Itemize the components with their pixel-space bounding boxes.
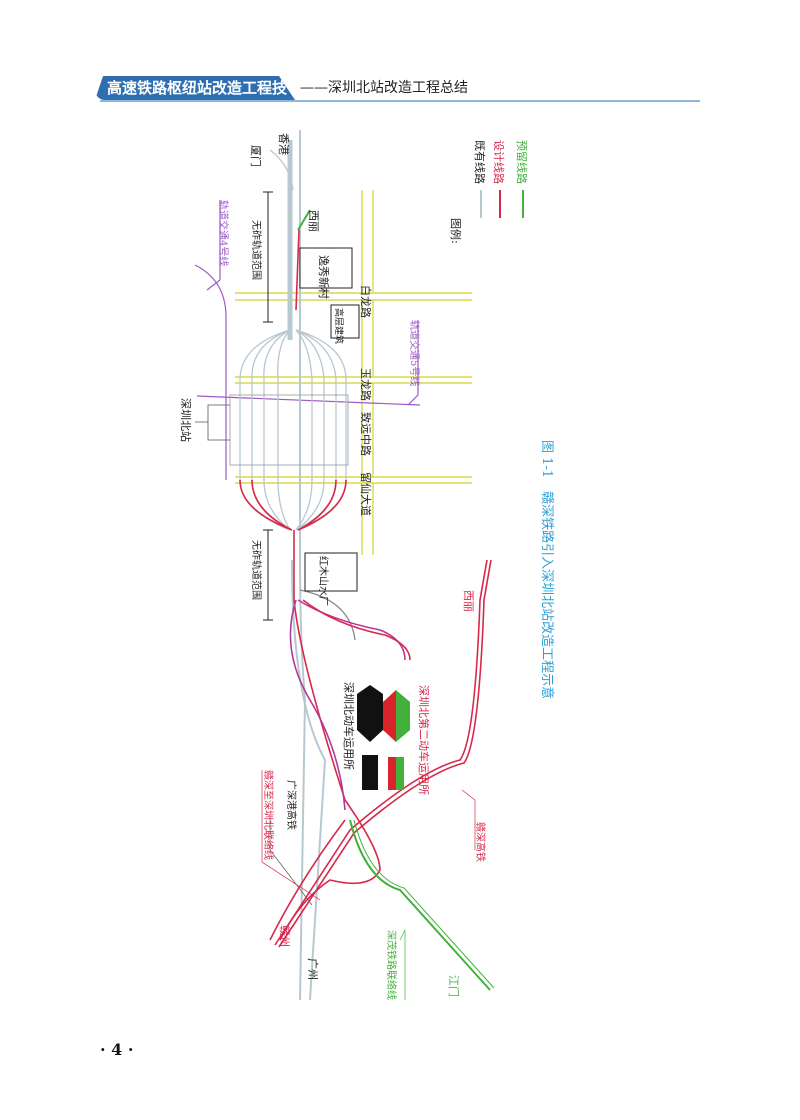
label-shenmao: 深茂铁路联络线 [385, 930, 398, 1000]
legend-label-design: 设计线路 [492, 140, 506, 184]
label-hongkong: 香港 [277, 133, 290, 155]
link-line-leader [261, 770, 321, 901]
label-station: 深圳北站 [179, 398, 193, 442]
label-guangzhou: 广州 [306, 958, 319, 980]
label-ballastless-2: 无砟轨道范围 [250, 540, 263, 600]
label-yulong: 玉龙路 [359, 368, 372, 401]
reserved-tracks [297, 209, 495, 991]
label-link-line: 赣深至深圳北联络线 [262, 770, 275, 860]
chapter-subtitle: ——深圳北站改造工程总结 [300, 80, 468, 96]
label-gsg: 广深港高铁 [285, 780, 298, 830]
legend-label-reserved: 预留线路 [515, 140, 529, 184]
roads [235, 190, 472, 555]
metro-line-5 [196, 395, 421, 406]
metro-5-leader [407, 320, 419, 406]
header-divider [100, 100, 700, 102]
ballastless-range-1 [263, 191, 273, 323]
depot-2 [383, 690, 410, 790]
station-bracket [195, 404, 230, 441]
label-metro4: 轨道交通4号线 [217, 200, 230, 266]
label-ballastless-1: 无砟轨道范围 [250, 220, 263, 280]
ballastless-range-2 [263, 529, 273, 621]
label-xili-south: 西丽 [462, 590, 475, 612]
shenmao-leader [399, 929, 406, 1000]
label-zhiyuan: 致远中路 [359, 412, 373, 456]
label-ganzhou: 赣州 [278, 925, 292, 947]
label-gsgt: 赣深高铁 [474, 822, 487, 862]
gsg-leader [269, 815, 313, 906]
label-highrise: 高层建筑 [333, 308, 345, 344]
yixiu-box [299, 247, 353, 289]
road-liuxian [235, 476, 472, 484]
label-depot1: 深圳北动车运用所 [342, 682, 356, 770]
station-platform-box [229, 394, 349, 466]
label-yixiu: 逸秀新村 [317, 255, 331, 299]
book-title-tab: 高速铁路枢纽站改造工程技术 [95, 76, 295, 100]
metro-line-4 [194, 264, 227, 480]
road-bailong [235, 292, 472, 301]
gsgt-leader [461, 789, 476, 850]
label-xiamen: 厦门 [249, 145, 263, 167]
depot-1 [357, 685, 383, 790]
metro-4-leader [206, 200, 221, 291]
legend: 图例: 既有线路 设计线路 预留线路 [449, 140, 529, 244]
metro-lines [194, 200, 421, 480]
legend-label-existing: 既有线路 [473, 140, 487, 184]
road-yulong [235, 376, 472, 384]
figure-caption: 图 1-1 赣深铁路引入深圳北站改造工程示意 [539, 440, 555, 699]
label-xili-north: 西丽 [307, 210, 320, 232]
highrise-box [330, 304, 360, 339]
page-number: · 4 · [100, 1040, 134, 1059]
label-liuxian: 留仙大道 [359, 472, 373, 516]
label-jiangmen: 江门 [447, 975, 461, 997]
hongmushan-box [304, 552, 358, 592]
label-depot2: 深圳北第二动车运用所 [417, 685, 431, 795]
road-zhiyuan [361, 190, 374, 555]
label-metro5: 轨道交通5号线 [408, 320, 421, 386]
label-hongmushan: 红木山水厂 [317, 556, 330, 606]
label-bailong: 白龙路 [359, 285, 373, 318]
design-tracks [239, 229, 492, 948]
legend-title: 图例: [449, 218, 463, 244]
